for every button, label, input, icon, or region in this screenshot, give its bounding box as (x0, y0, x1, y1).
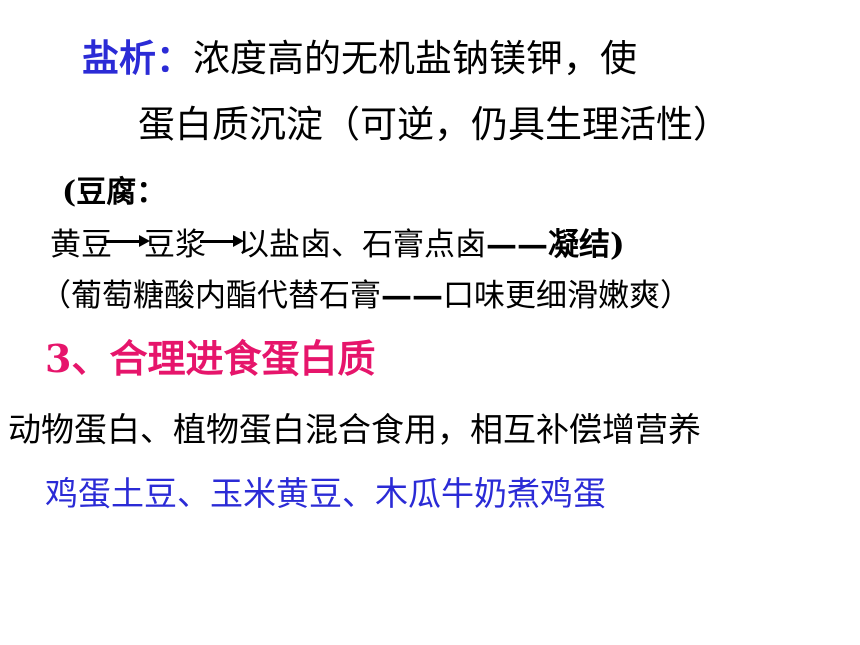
tofu-note: （葡萄糖酸内酯代替石膏——口味更细滑嫩爽） (40, 281, 691, 312)
right-arrow-icon (200, 224, 244, 255)
salting-out-definition-2: 蛋白质沉淀（可逆，仍具生理活性） (138, 103, 730, 146)
salting-out-definition-1: 浓度高的无机盐钠镁钾，使 (193, 37, 637, 80)
section-3-heading-text: 3、合理进食蛋白质 (45, 336, 376, 381)
section-3-examples-text: 鸡蛋土豆、玉米黄豆、木瓜牛奶煮鸡蛋 (45, 474, 606, 513)
section-3-statement: 动物蛋白、植物蛋白混合食用，相互补偿增营养 (8, 413, 701, 446)
section-3-statement-text: 动物蛋白、植物蛋白混合食用，相互补偿增营养 (8, 410, 701, 449)
section-3-examples: 鸡蛋土豆、玉米黄豆、木瓜牛奶煮鸡蛋 (45, 477, 606, 510)
right-arrow-icon (106, 224, 150, 255)
tofu-intro-label: (豆腐： (62, 175, 167, 210)
salting-out-line-1: 盐析：浓度高的无机盐钠镁钾，使 (82, 37, 637, 80)
tofu-intro: (豆腐： (62, 178, 166, 208)
tofu-dash: —— (486, 227, 548, 263)
tofu-note-open: （葡萄糖酸内酯代替石膏 (40, 278, 381, 314)
salting-out-term: 盐析： (82, 36, 193, 80)
tofu-result: 凝结) (548, 227, 625, 263)
tofu-note-close: 口味更细滑嫩爽） (443, 278, 691, 314)
section-3-heading: 3、合理进食蛋白质 (45, 340, 375, 378)
tofu-step-soybean: 黄豆 (50, 227, 112, 263)
salting-out-line-2: 蛋白质沉淀（可逆，仍具生理活性） (138, 106, 730, 143)
tofu-step-soymilk: 豆浆 (144, 227, 206, 263)
tofu-process: 黄豆豆浆以盐卤、石膏点卤 ——凝结) (50, 224, 625, 261)
tofu-step-coagulant: 以盐卤、石膏点卤 (238, 227, 486, 263)
tofu-note-dash: —— (381, 278, 443, 314)
